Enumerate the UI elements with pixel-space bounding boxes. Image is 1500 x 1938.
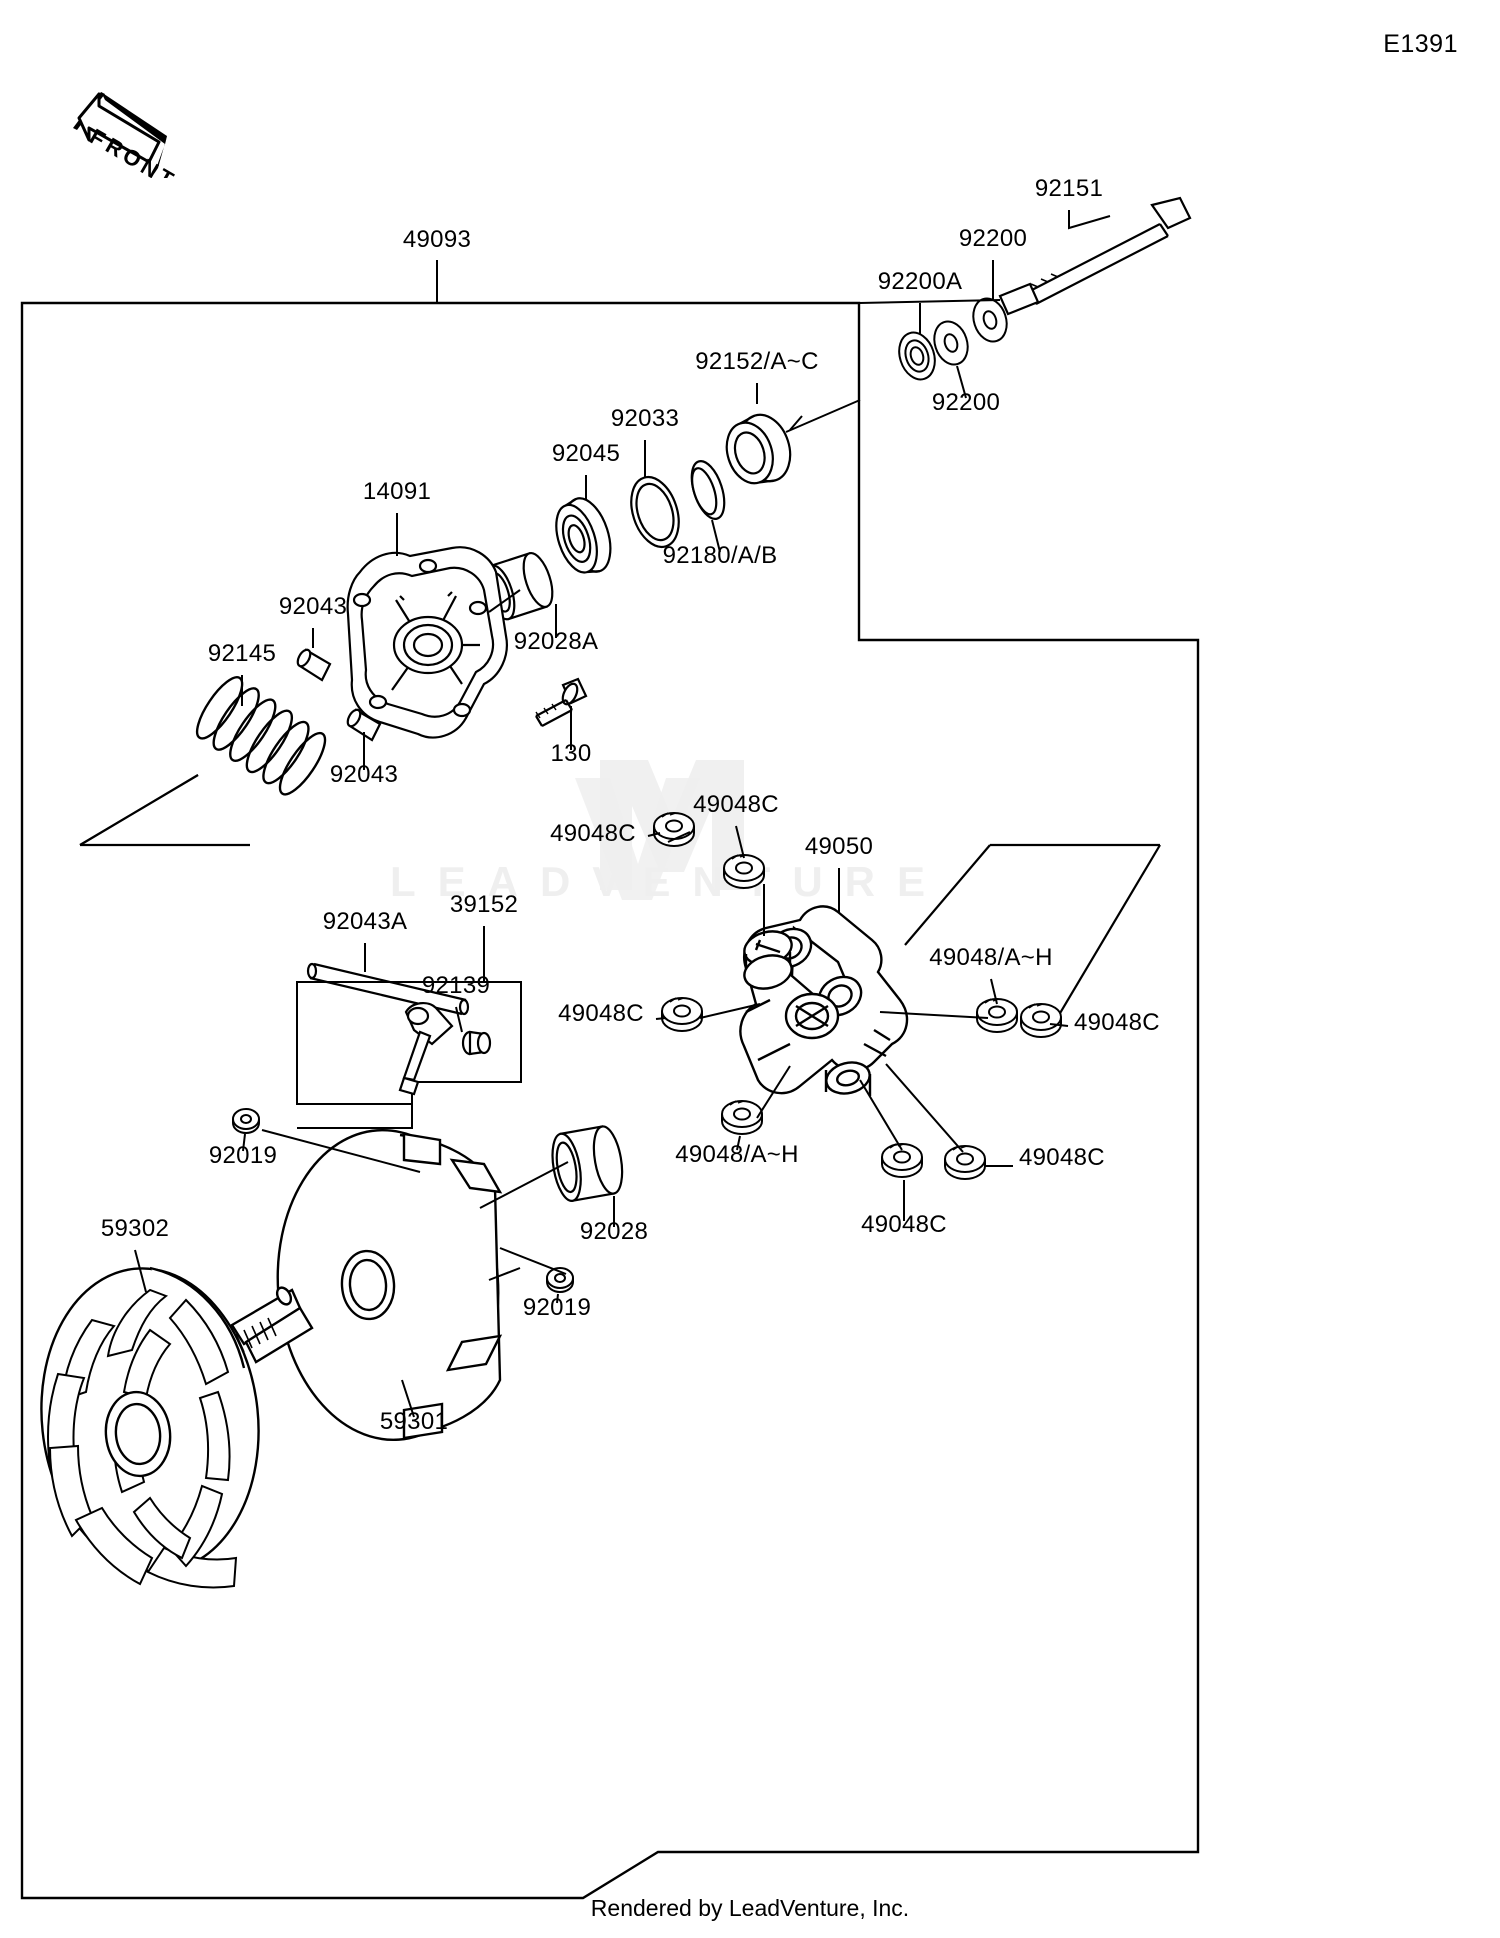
callout-49048C-f[interactable]: 49048C [861,1211,947,1238]
callout-92043-up[interactable]: 92043 [278,593,348,620]
callout-14091[interactable]: 14091 [362,478,432,505]
callout-92200-low[interactable]: 92200 [931,389,1001,416]
footer-credit: Rendered by LeadVenture, Inc. [590,1895,910,1921]
callout-39152[interactable]: 39152 [449,891,519,918]
callout-92139[interactable]: 92139 [421,972,491,999]
callout-92028[interactable]: 92028 [579,1218,649,1245]
callout-49048C-c[interactable]: 49048C [558,1000,644,1027]
callout-92045[interactable]: 92045 [551,440,621,467]
callout-49048C-d[interactable]: 49048C [1074,1009,1160,1036]
callout-92200-top[interactable]: 92200 [958,225,1028,252]
callout-92145[interactable]: 92145 [207,640,277,667]
callout-92043-dn[interactable]: 92043 [329,761,399,788]
callout-59301[interactable]: 59301 [379,1408,449,1435]
callout-92019-top[interactable]: 92019 [208,1142,278,1169]
callout-92152[interactable]: 92152/A~C [695,348,819,375]
callout-49048-AH-r[interactable]: 49048/A~H [929,944,1053,971]
callout-49048C-a[interactable]: 49048C [693,791,779,818]
callout-49093[interactable]: 49093 [402,226,472,253]
front-direction-badge: F R O N T [55,78,178,192]
callout-92151[interactable]: 92151 [1034,175,1104,202]
callout-59302[interactable]: 59302 [100,1215,170,1242]
callout-130[interactable]: 130 [550,740,592,767]
callout-49050[interactable]: 49050 [804,833,874,860]
callout-92028A[interactable]: 92028A [513,628,599,655]
callout-92019-bot[interactable]: 92019 [522,1294,592,1321]
callout-92043A[interactable]: 92043A [322,908,408,935]
callout-92200A[interactable]: 92200A [877,268,963,295]
diagram-id: E1391 [1383,30,1458,58]
callout-92180[interactable]: 92180/A/B [662,542,778,569]
callout-49048C-e[interactable]: 49048C [1019,1144,1105,1171]
callout-92033[interactable]: 92033 [610,405,680,432]
callout-49048C-b[interactable]: 49048C [550,820,636,847]
callout-49048-AH-b[interactable]: 49048/A~H [675,1141,799,1168]
